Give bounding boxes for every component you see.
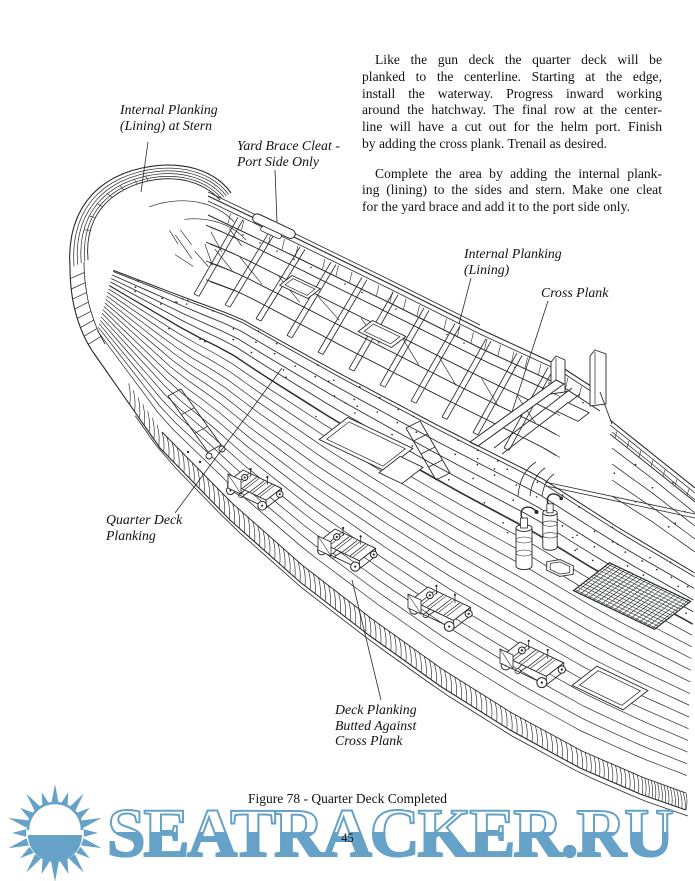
sun-icon bbox=[8, 784, 102, 881]
figure-label-quarter-deck-planking: Quarter Deck Planking bbox=[106, 512, 183, 543]
figure-label-cross-plank: Cross Plank bbox=[541, 285, 609, 300]
figure-label-internal-planking-stern: Internal Planking (Lining) at Stern bbox=[120, 102, 218, 133]
watermark-text: SEATRACKER.RU bbox=[106, 794, 675, 872]
paragraph: Like the gun deck the quarter deck will … bbox=[362, 52, 662, 151]
figure-caption: Figure 78 - Quarter Deck Completed bbox=[247, 791, 448, 806]
figure-label-internal-planking: Internal Planking (Lining) bbox=[464, 246, 562, 277]
figure-label-yard-brace-cleat: Yard Brace Cleat - Port Side Only bbox=[237, 138, 340, 169]
article-text: Like the gun deck the quarter deck will … bbox=[362, 52, 662, 229]
figure-label-deck-planking-butted: Deck Planking Butted Against Cross Plank bbox=[335, 702, 417, 749]
page-number: 45 bbox=[341, 831, 354, 845]
paragraph: Complete the area by adding the internal… bbox=[362, 165, 662, 215]
